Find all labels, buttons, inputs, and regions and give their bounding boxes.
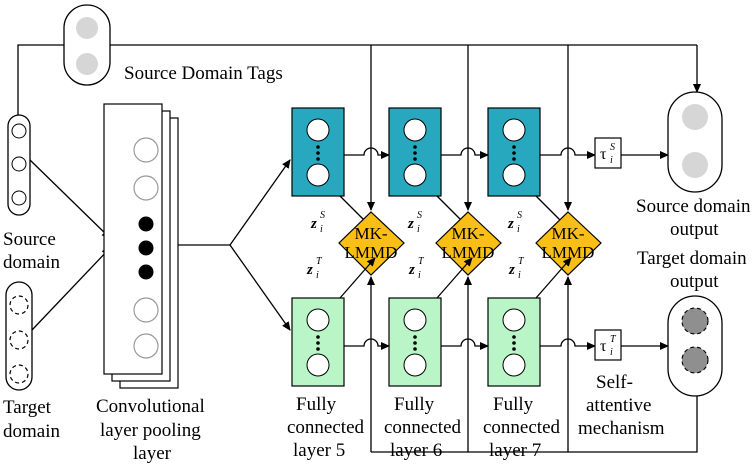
z-target-label-6: z T i xyxy=(408,256,425,281)
conv-pooling-stack xyxy=(103,103,179,389)
tau-source-box: τ S i xyxy=(594,137,622,169)
z-s7-sup: S xyxy=(517,210,522,221)
fc7-label-2: connected xyxy=(483,417,561,438)
source-output-label-2: output xyxy=(670,219,719,240)
z-target-label-7: z T i xyxy=(508,256,525,281)
mmd-diamond-1: MK- LMMD xyxy=(338,211,405,276)
z-s7: z xyxy=(507,216,514,232)
tag-circle-2 xyxy=(76,53,98,75)
mmd-3-line1: MK- xyxy=(551,224,584,243)
source-fc-layer-7 xyxy=(487,107,541,197)
attn-label-2: attentive xyxy=(586,395,651,416)
fc5-label-1: Fully xyxy=(296,394,337,415)
tau-source-sub: i xyxy=(610,155,613,166)
tau-source-sup: S xyxy=(610,142,615,153)
source-tags-label: Source Domain Tags xyxy=(124,63,283,84)
source-domain-label-1: Source xyxy=(3,229,56,250)
fc7-target-to-mmd xyxy=(535,257,572,299)
target-output-label-1: Target domain xyxy=(637,248,747,269)
z-t5: z xyxy=(306,262,313,278)
source-to-conv-arrow xyxy=(29,159,111,239)
conv-to-source-branch xyxy=(229,159,291,246)
source-fc-layer-6 xyxy=(388,107,442,197)
fc5-label-2: connected xyxy=(287,417,365,438)
mmd-diamond-2: MK- LMMD xyxy=(435,211,502,276)
fc6-label-2: connected xyxy=(384,417,462,438)
tau-target-box: τ T i xyxy=(594,329,622,361)
z-s7-sub: i xyxy=(517,224,520,235)
fc5-label-3: layer 5 xyxy=(293,440,345,461)
mmd-1-line2: LMMD xyxy=(345,243,398,262)
source-domain-input xyxy=(7,114,31,216)
tau-target-sub: i xyxy=(610,347,613,358)
target-output-label-2: output xyxy=(670,271,719,292)
z-source-label-6: z S i xyxy=(407,210,422,235)
fc7-label-3: layer 7 xyxy=(489,440,541,461)
z-t5-sup: T xyxy=(316,256,323,267)
z-s6-sub: i xyxy=(417,224,420,235)
z-t7-sup: T xyxy=(518,256,525,267)
source-output-label-1: Source domain xyxy=(636,196,751,217)
conv-label-3: layer xyxy=(133,443,172,464)
fc6-target-to-mmd xyxy=(436,257,473,299)
mmd-2-line1: MK- xyxy=(451,224,484,243)
z-t6: z xyxy=(408,262,415,278)
target-fc-layer-5 xyxy=(291,297,345,387)
z-source-label-5: z S i xyxy=(310,210,325,235)
target-fc-layer-7 xyxy=(487,297,541,387)
source-fc-layer-5 xyxy=(291,107,345,197)
source-domain-output xyxy=(667,91,723,193)
target-domain-label-2: domain xyxy=(3,421,60,442)
z-source-label-7: z S i xyxy=(507,210,522,235)
mmd-3-line2: LMMD xyxy=(542,243,595,262)
bottom-feedback-lines xyxy=(367,276,698,453)
z-s5-sub: i xyxy=(320,224,323,235)
z-target-label-5: z T i xyxy=(306,256,323,281)
attn-label-3: mechanism xyxy=(578,418,665,439)
source-flow-lines xyxy=(344,147,669,159)
z-t7: z xyxy=(508,262,515,278)
fc6-label-3: layer 6 xyxy=(390,440,442,461)
z-t6-sup: T xyxy=(418,256,425,267)
tau-target-symbol: τ xyxy=(600,338,607,355)
z-s5: z xyxy=(310,216,317,232)
tag-distribution-lines xyxy=(17,44,701,211)
mmd-diamond-3: MK- LMMD xyxy=(535,211,602,276)
target-to-conv-arrow xyxy=(31,247,111,331)
tau-target-sup: T xyxy=(610,334,617,345)
fc7-label-1: Fully xyxy=(493,394,534,415)
source-domain-label-2: domain xyxy=(3,252,60,273)
tau-source-symbol: τ xyxy=(600,146,607,163)
mmd-1-line1: MK- xyxy=(354,224,387,243)
fc5-target-to-mmd xyxy=(339,257,376,299)
z-t5-sub: i xyxy=(316,270,319,281)
source-domain-tags xyxy=(63,4,111,86)
conv-to-target-branch xyxy=(229,244,291,331)
conv-label-1: Convolutional xyxy=(96,396,205,417)
z-s5-sup: S xyxy=(320,210,325,221)
z-s6: z xyxy=(407,216,414,232)
target-fc-layer-6 xyxy=(388,297,442,387)
conv-label-2: layer pooling xyxy=(100,420,201,441)
attn-label-1: Self- xyxy=(596,372,633,393)
mmd-2-line2: LMMD xyxy=(442,243,495,262)
fc6-label-1: Fully xyxy=(394,394,435,415)
z-s6-sup: S xyxy=(417,210,422,221)
z-t7-sub: i xyxy=(518,270,521,281)
target-domain-label-1: Target xyxy=(3,397,52,418)
z-t6-sub: i xyxy=(418,270,421,281)
target-domain-output xyxy=(667,295,723,397)
tag-circle-1 xyxy=(76,17,98,39)
target-domain-input xyxy=(5,281,33,391)
